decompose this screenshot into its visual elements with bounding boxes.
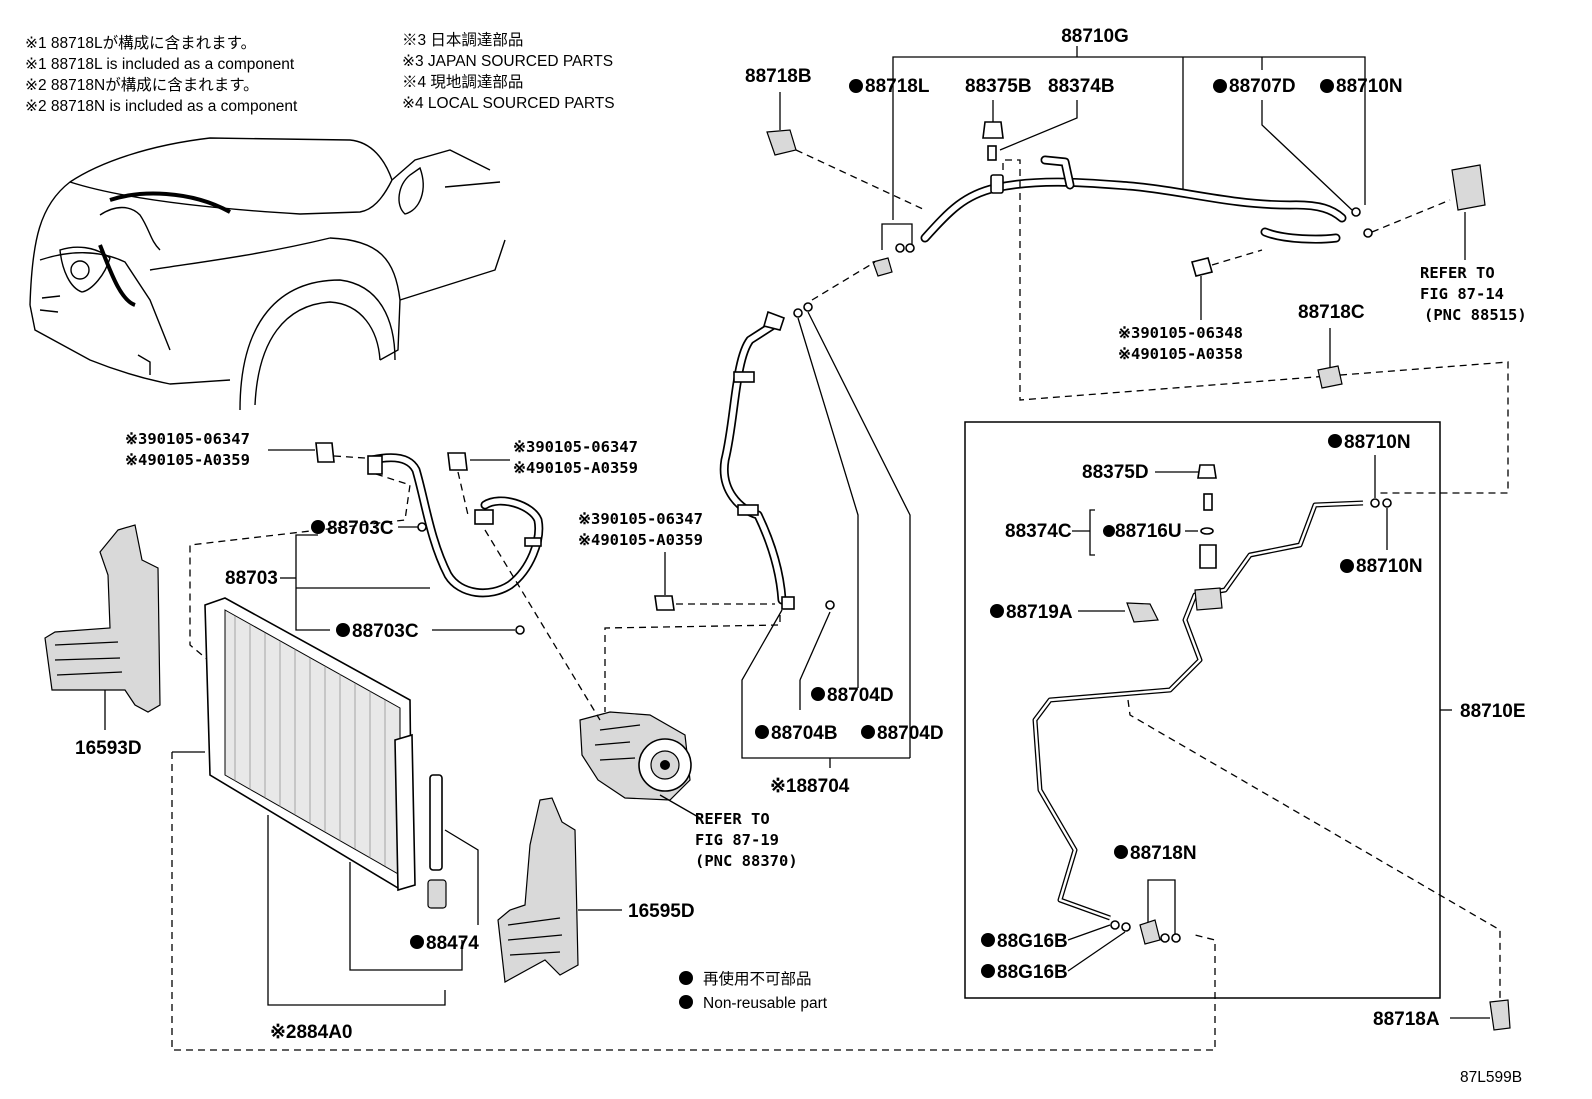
label-88710N-top: 88710N bbox=[1336, 76, 1403, 97]
refer-87-19-line2: FIG 87-19 bbox=[695, 831, 779, 849]
refer-87-19-line3: (PNC 88370) bbox=[695, 852, 798, 870]
label-88703C-a: 88703C bbox=[327, 518, 394, 539]
label-88718L: 88718L bbox=[865, 76, 930, 97]
note-1-en: ※1 88718L is included as a component bbox=[25, 56, 295, 73]
label-884A0: ※2884A0 bbox=[270, 1022, 352, 1043]
note-3-en: ※3 JAPAN SOURCED PARTS bbox=[402, 53, 613, 70]
label-bolt-right-2: ※490105-A0358 bbox=[1118, 345, 1243, 363]
label-88704D-b: 88704D bbox=[877, 723, 944, 744]
cap-88375B bbox=[982, 121, 1004, 139]
footnotes-left: ※1 88718Lが構成に含まれます。 ※1 88718L is include… bbox=[25, 34, 298, 115]
note-4-jp: ※4 現地調達部品 bbox=[402, 73, 523, 91]
label-88704B: 88704B bbox=[771, 723, 838, 744]
core-88374C bbox=[1203, 493, 1213, 511]
figure-code: 87L599B bbox=[1460, 1069, 1522, 1086]
note-1-jp: ※1 88718Lが構成に含まれます。 bbox=[25, 34, 256, 52]
label-88707D: 88707D bbox=[1229, 76, 1296, 97]
label-88718C: 88718C bbox=[1298, 302, 1365, 323]
air-guide-16593D: 16593D bbox=[44, 524, 161, 759]
label-88718B: 88718B bbox=[745, 66, 812, 87]
refer-87-14-line2: FIG 87-14 bbox=[1420, 285, 1504, 303]
label-88374B: 88374B bbox=[1048, 76, 1115, 97]
label-88719A: 88719A bbox=[1006, 602, 1073, 623]
label-bolt-left-1: ※390105-06347 bbox=[125, 430, 250, 448]
label-88716U: 88716U bbox=[1115, 521, 1182, 542]
air-guide-16595D: 16595D bbox=[497, 797, 695, 983]
desiccant-88474 bbox=[429, 774, 443, 871]
label-bolt-right-1: ※390105-06348 bbox=[1118, 324, 1243, 342]
clamp-88718C bbox=[1317, 365, 1343, 389]
footnotes-right: ※3 日本調達部品 ※3 JAPAN SOURCED PARTS ※4 現地調達… bbox=[402, 31, 615, 112]
label-88718N: 88718N bbox=[1130, 843, 1197, 864]
valve-88716U bbox=[1199, 544, 1217, 569]
label-88718A: 88718A bbox=[1373, 1009, 1440, 1030]
refer-87-14-line1: REFER TO bbox=[1420, 264, 1495, 282]
note-4-en: ※4 LOCAL SOURCED PARTS bbox=[402, 95, 615, 112]
label-bolt-mid-1: ※390105-06347 bbox=[513, 438, 638, 456]
note-2-en: ※2 88718N is included as a component bbox=[25, 98, 298, 115]
refer-87-19-line1: REFER TO bbox=[695, 810, 770, 828]
receiver-block bbox=[1451, 164, 1486, 211]
clip-88718L bbox=[872, 257, 893, 277]
label-88474: 88474 bbox=[426, 933, 479, 954]
condenser-assembly: 88474 ※2884A0 bbox=[171, 597, 1216, 1051]
o-ring-top-a bbox=[1351, 207, 1361, 217]
group-88710E: 88710E 88710N 88710N 88375D 88374C 88716… bbox=[964, 421, 1526, 1000]
o-ring-top-b bbox=[1363, 228, 1373, 238]
note-2-jp: ※2 88718Nが構成に含まれます。 bbox=[25, 76, 259, 94]
label-88710E: 88710E bbox=[1460, 701, 1526, 722]
label-88G16B-a: 88G16B bbox=[997, 931, 1068, 952]
label-88710G: 88710G bbox=[1061, 26, 1129, 47]
label-bolt-mid-2: ※490105-A0359 bbox=[513, 459, 638, 477]
group-88703: ※390105-06347 ※490105-A0359 ※390105-0634… bbox=[125, 430, 638, 721]
group-88710G: 88710G 88718L 88375B 88374B 88707D 88710… bbox=[745, 26, 1527, 494]
label-16595D: 16595D bbox=[628, 901, 695, 922]
pipe-bracket bbox=[1194, 587, 1223, 611]
label-88710N-b: 88710N bbox=[1356, 556, 1423, 577]
legend-marker-1 bbox=[679, 971, 693, 985]
refer-87-14-line3: (PNC 88515) bbox=[1424, 306, 1527, 324]
label-bolt-comp-2: ※490105-A0359 bbox=[578, 531, 703, 549]
legend-en: Non-reusable part bbox=[703, 995, 828, 1012]
label-88375D: 88375D bbox=[1082, 462, 1149, 483]
legend-marker-2 bbox=[679, 995, 693, 1009]
clamp-88718A-group: 88718A 87L599B bbox=[1373, 999, 1522, 1086]
bolt-left bbox=[315, 442, 335, 463]
label-bolt-left-2: ※490105-A0359 bbox=[125, 451, 250, 469]
group-88704: 88704D 88704B 88704D ※188704 ※390105-063… bbox=[578, 261, 944, 797]
bolt-mid bbox=[447, 452, 468, 471]
pressure-switch-88719A bbox=[1126, 602, 1159, 623]
vehicle-front-sketch bbox=[29, 137, 506, 411]
label-16593D: 16593D bbox=[75, 738, 142, 759]
bolt-comp bbox=[654, 595, 675, 611]
bolt-90105-06348 bbox=[1191, 257, 1213, 277]
label-88704D-a: 88704D bbox=[827, 685, 894, 706]
legend: 再使用不可部品 Non-reusable part bbox=[679, 970, 828, 1012]
valve-core-88374B bbox=[987, 145, 997, 161]
label-88375B: 88375B bbox=[965, 76, 1032, 97]
clamp-88718A bbox=[1489, 999, 1511, 1031]
label-88374C: 88374C bbox=[1005, 521, 1072, 542]
legend-jp: 再使用不可部品 bbox=[703, 970, 812, 988]
cap-88375D bbox=[1197, 464, 1217, 479]
clamp-88718B bbox=[766, 129, 797, 156]
label-88710N-a: 88710N bbox=[1344, 432, 1411, 453]
note-3-jp: ※3 日本調達部品 bbox=[402, 31, 523, 49]
label-bolt-comp-1: ※390105-06347 bbox=[578, 510, 703, 528]
label-88704: ※188704 bbox=[770, 776, 850, 797]
label-88G16B-b: 88G16B bbox=[997, 962, 1068, 983]
compressor: REFER TO FIG 87-19 (PNC 88370) bbox=[579, 711, 798, 870]
label-88703C-b: 88703C bbox=[352, 621, 419, 642]
label-88703: 88703 bbox=[225, 568, 278, 589]
